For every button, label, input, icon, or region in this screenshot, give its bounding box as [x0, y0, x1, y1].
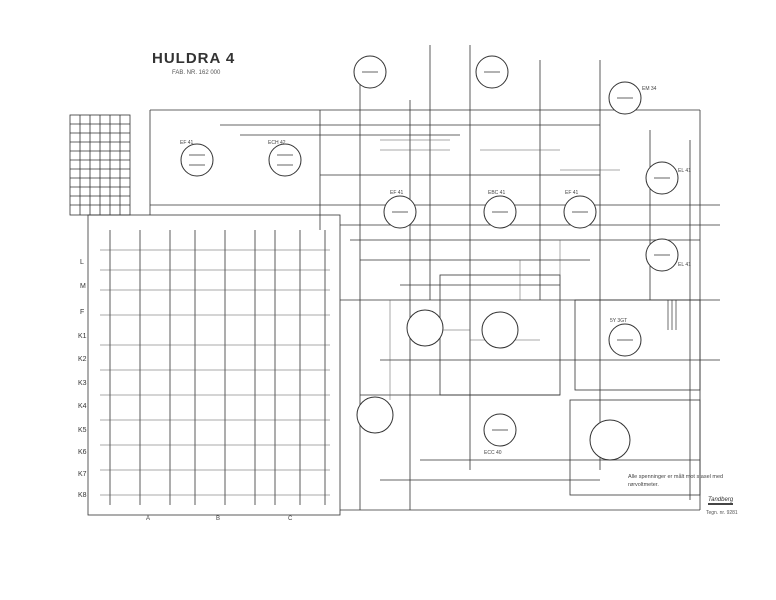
band-label: K7	[78, 471, 87, 478]
tube-ech42	[268, 143, 302, 177]
tube-label: EL 41	[678, 262, 691, 268]
switch-wafer-2	[481, 311, 519, 349]
band-label: K1	[78, 333, 87, 340]
switch-wafer-1	[406, 309, 444, 347]
page-title: HULDRA 4	[152, 50, 236, 67]
band-label: K2	[78, 356, 87, 363]
tube-label: EF 41	[180, 140, 194, 146]
band-label: K3	[78, 380, 87, 387]
tube-label: EBC 41	[488, 190, 506, 196]
tube-ef41-rf	[180, 143, 214, 177]
switch-wafer-3	[356, 396, 394, 434]
coil-block-frame	[87, 214, 341, 516]
band-label: L	[80, 259, 84, 266]
voltage-note: Alle spenninger er målt mot stasel med r…	[628, 474, 724, 488]
tube-label: 5Y 3GT	[610, 318, 628, 324]
tube-label: EF 41	[565, 190, 579, 196]
band-label: F	[80, 309, 85, 316]
column-label: A	[146, 516, 151, 522]
band-label: K6	[78, 449, 87, 456]
drawing-number: Tegn. nr. 9281	[706, 510, 738, 516]
tube-label: ECC 40	[484, 450, 502, 456]
tube-label: EL 41	[678, 168, 691, 174]
column-label: C	[288, 516, 293, 522]
band-label: K4	[78, 403, 87, 410]
band-label: M	[80, 283, 86, 290]
speaker	[589, 419, 631, 461]
serial-number: FAB. NR. 162 000	[172, 70, 221, 76]
band-label: K8	[78, 492, 87, 499]
tube-label: EM 34	[642, 86, 657, 92]
band-label: K5	[78, 427, 87, 434]
column-label: B	[216, 516, 221, 522]
tube-label: ECH 42	[268, 140, 286, 146]
manufacturer-logo: Tandberg	[708, 497, 734, 505]
tube-label: EF 41	[390, 190, 404, 196]
